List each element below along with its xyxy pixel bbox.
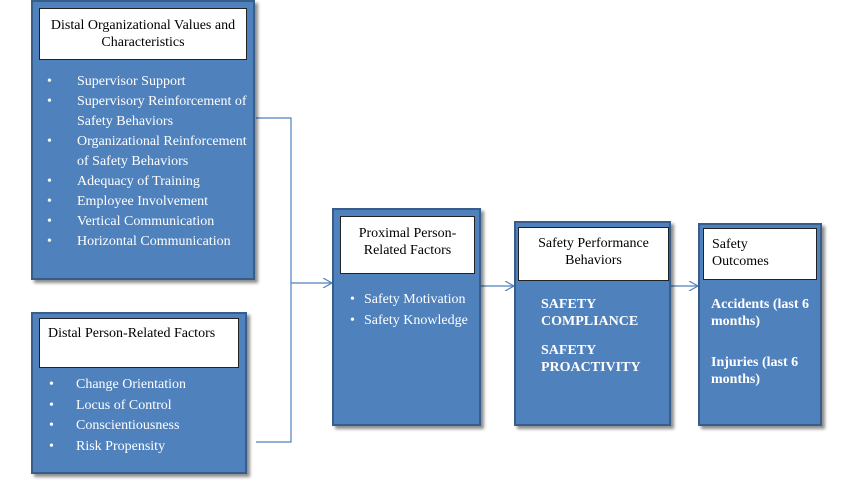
accidents-label: Accidents (last 6 months) <box>711 297 809 329</box>
safety-proactivity-label: SAFETY PROACTIVITY <box>541 343 641 375</box>
distal-org-list: • Supervisor Support • Supervisory Reinfor… <box>47 72 253 252</box>
list-item: • Conscientiousness <box>49 416 239 437</box>
distal-org-title-box: Distal Organizational Values and Charact… <box>39 8 247 60</box>
list-item-text: Horizontal Communication <box>77 234 231 249</box>
list-item: • Risk Propensity <box>49 437 239 458</box>
list-item-text: Vertical Communication <box>77 214 215 229</box>
bullet-icon: • <box>47 134 52 149</box>
list-item-text: Safety Knowledge <box>364 313 468 328</box>
list-item-text: Supervisor Support <box>77 74 186 89</box>
proximal-panel: Proximal Person-Related Factors • Safety … <box>332 208 481 426</box>
list-item: • Supervisory Reinforcement of Safety Beh… <box>47 92 253 132</box>
bracket-connector <box>256 117 292 443</box>
list-item: • Horizontal Communication <box>47 232 253 252</box>
bullet-icon: • <box>350 292 355 307</box>
list-item-text: Safety Motivation <box>364 292 466 307</box>
list-item: • Safety Knowledge <box>350 311 474 330</box>
list-item-text: Conscientiousness <box>76 418 180 433</box>
list-item-text: Locus of Control <box>76 397 172 413</box>
list-item: • Vertical Communication <box>47 212 253 232</box>
bullet-icon: • <box>49 397 54 413</box>
outcomes-title: Safety Outcomes <box>712 237 769 269</box>
list-item: • Supervisor Support <box>47 72 253 92</box>
list-item-text: Supervisory Reinforcement of Safety Beha… <box>77 94 247 129</box>
list-item-text: Organizational Reinforcement of Safety B… <box>77 134 247 169</box>
list-item-text: Risk Propensity <box>76 438 166 454</box>
outcomes-panel: Safety Outcomes Accidents (last 6 months… <box>698 223 822 426</box>
list-item: • Organizational Reinforcement of Safety … <box>47 132 253 172</box>
performance-panel: Safety Performance Behaviors SAFETY COMP… <box>514 221 671 426</box>
bullet-icon: • <box>49 418 54 433</box>
outcomes-title-box: Safety Outcomes <box>703 228 817 280</box>
bullet-icon: • <box>47 174 52 189</box>
list-item-text: Adequacy of Training <box>77 174 200 189</box>
safety-compliance-label: SAFETY COMPLIANCE <box>541 297 639 329</box>
bullet-icon: • <box>47 234 52 249</box>
distal-org-panel: Distal Organizational Values and Charact… <box>31 0 255 280</box>
list-item: • Adequacy of Training <box>47 172 253 192</box>
proximal-list: • Safety Motivation • Safety Knowledge <box>350 290 474 330</box>
distal-person-title: Distal Person-Related Factors <box>48 326 216 341</box>
injuries-label: Injuries (last 6 months) <box>711 355 799 387</box>
bullet-icon: • <box>350 313 355 328</box>
bullet-icon: • <box>47 74 52 89</box>
proximal-title-box: Proximal Person-Related Factors <box>340 216 475 274</box>
distal-person-list: • Change Orientation • Locus of Control • C… <box>49 375 239 457</box>
bullet-icon: • <box>47 214 52 229</box>
list-item: • Change Orientation <box>49 375 239 396</box>
distal-person-title-box: Distal Person-Related Factors <box>39 318 239 368</box>
distal-org-title: Distal Organizational Values and Charact… <box>50 18 236 50</box>
list-item-text: Change Orientation <box>76 377 187 392</box>
list-item: • Safety Motivation <box>350 290 474 309</box>
performance-title-box: Safety Performance Behaviors <box>518 227 669 281</box>
list-item: • Employee Involvement <box>47 192 253 212</box>
bullet-icon: • <box>49 438 54 454</box>
list-item: • Locus of Control <box>49 396 239 417</box>
bullet-icon: • <box>49 377 54 392</box>
performance-title: Safety Performance Behaviors <box>538 236 649 268</box>
proximal-title: Proximal Person-Related Factors <box>358 226 457 258</box>
distal-person-panel: Distal Person-Related Factors • Change Or… <box>31 312 247 474</box>
list-item-text: Employee Involvement <box>77 194 209 209</box>
bullet-icon: • <box>47 94 52 109</box>
bullet-icon: • <box>47 194 52 209</box>
